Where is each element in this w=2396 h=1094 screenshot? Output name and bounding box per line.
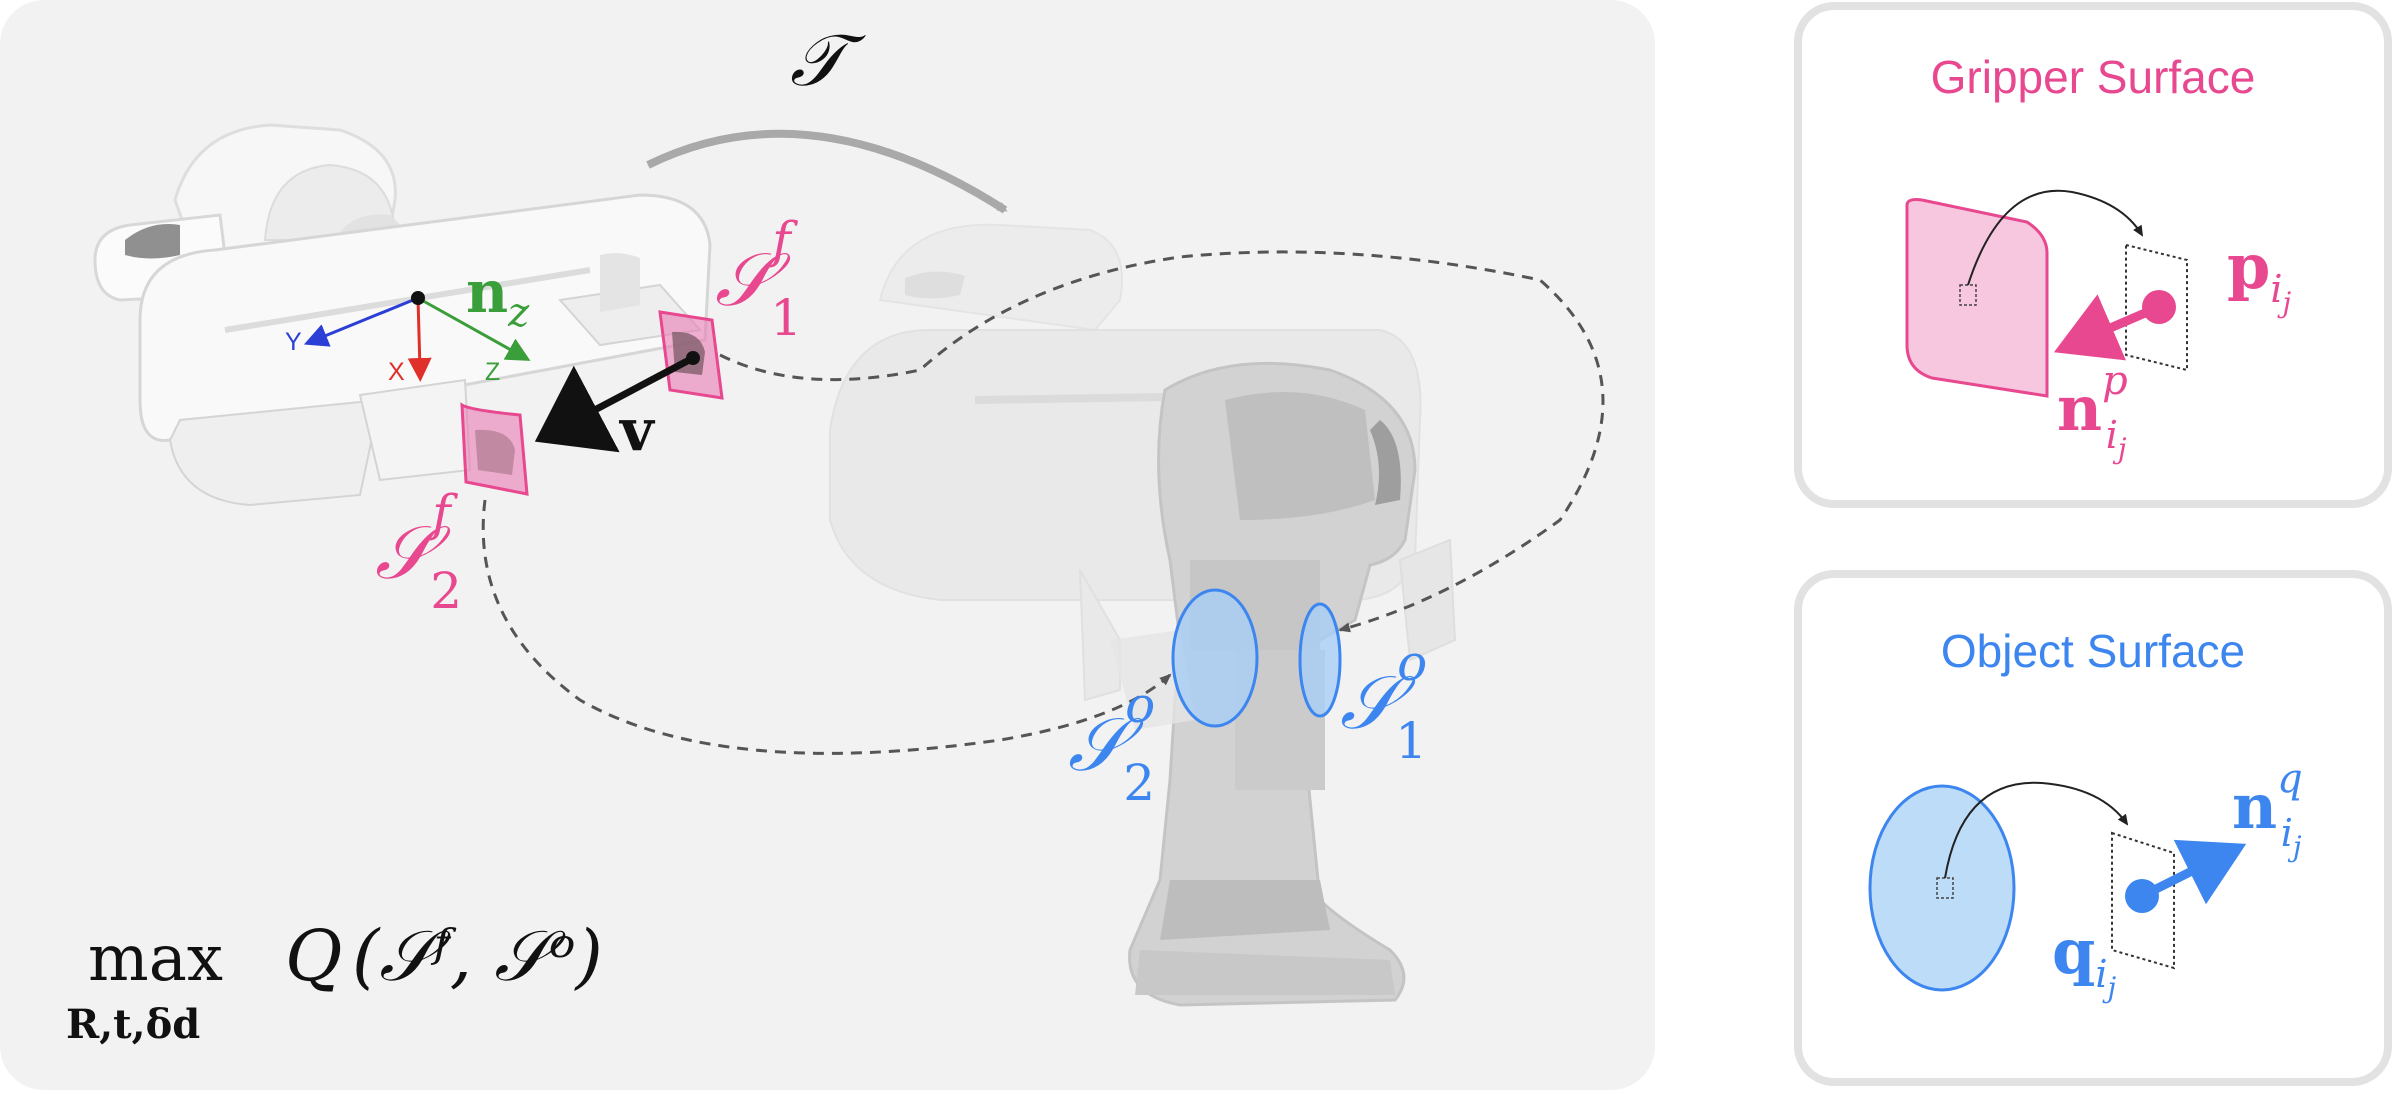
objective-max-subscript: R,t,δd bbox=[66, 1001, 200, 1048]
normal-z-label: nz bbox=[466, 258, 530, 336]
main-diagram: X Y Z nz v 𝒯 𝒮1f 𝒮2f 𝒮1o 𝒮2o bbox=[66, 18, 1605, 1048]
objective-max: max bbox=[88, 922, 223, 996]
gripper-point-subscript: i bbox=[2270, 267, 2282, 311]
gripper-surface-1-superscript: f bbox=[768, 211, 798, 269]
objective-args: (𝒮ᶠ, 𝒮ᵒ) bbox=[352, 915, 603, 997]
object-normal-symbol: n bbox=[2232, 770, 2277, 843]
gripper-normal-superscript: p bbox=[2102, 358, 2128, 404]
object-normal-superscript: q bbox=[2277, 756, 2303, 802]
object-surface-1-label: 𝒮1o bbox=[1340, 634, 1427, 770]
gripper-normal-symbol: n bbox=[2057, 372, 2102, 445]
approach-vector: v bbox=[534, 351, 700, 464]
transform-arrow: 𝒯 bbox=[646, 18, 1008, 214]
gripper-patch bbox=[1905, 198, 2049, 398]
objective-function: Q bbox=[285, 915, 342, 997]
gripper-point bbox=[2142, 290, 2176, 324]
object-point-symbol: q bbox=[2052, 915, 2095, 988]
object-surface-1-superscript: o bbox=[1397, 634, 1427, 692]
main-panel: X Y Z nz v 𝒯 𝒮1f 𝒮2f 𝒮1o 𝒮2o bbox=[0, 0, 1655, 1090]
axis-y-label: Y bbox=[285, 328, 302, 356]
object-surface-1-subscript: 1 bbox=[1395, 712, 1427, 770]
correspondence-paths bbox=[481, 250, 1605, 755]
normal-z-symbol: n bbox=[466, 258, 508, 326]
object-card-title: Object Surface bbox=[1940, 625, 2246, 677]
gripper-normal-subscript: i bbox=[2106, 413, 2118, 457]
gripper-frame: X Y Z nz bbox=[285, 258, 531, 386]
object-surface-2-label: 𝒮2o bbox=[1068, 676, 1155, 812]
transform-label: 𝒯 bbox=[790, 18, 866, 102]
object-patch bbox=[1868, 784, 2016, 992]
object-drill bbox=[1110, 361, 1417, 1007]
object-normal-subscript: i bbox=[2281, 811, 2293, 855]
object-surface-2-subscript: 2 bbox=[1123, 754, 1155, 812]
object-mapping-arrow bbox=[1944, 781, 2129, 879]
gripper-surface-1-subscript: 1 bbox=[770, 289, 802, 347]
objective-formula: max R,t,δd Q (𝒮ᶠ, 𝒮ᵒ) bbox=[66, 915, 603, 1048]
gripper-model bbox=[93, 123, 712, 507]
gripper-surface-2-label: 𝒮2f bbox=[375, 484, 462, 620]
object-point-label: qij bbox=[2052, 915, 2117, 1004]
gripper-mapping-arrow bbox=[1967, 189, 2144, 286]
approach-vector-label: v bbox=[618, 396, 656, 464]
object-point-subscript: i bbox=[2095, 952, 2107, 996]
object-point bbox=[2125, 879, 2159, 913]
gripper-surface-1-label: 𝒮1f bbox=[715, 211, 802, 347]
normal-z-subscript: z bbox=[507, 290, 530, 336]
axis-z-label: Z bbox=[485, 358, 500, 386]
gripper-surface-2-superscript: f bbox=[428, 484, 458, 542]
axis-x-label: X bbox=[388, 358, 405, 386]
gripper-point-symbol: p bbox=[2227, 230, 2270, 303]
object-surface-2-superscript: o bbox=[1125, 676, 1155, 734]
gripper-surface-2-subscript: 2 bbox=[430, 562, 462, 620]
object-tangent-plane bbox=[2111, 831, 2175, 970]
object-surface-patches bbox=[1171, 588, 1342, 728]
gripper-point-label: pij bbox=[2227, 230, 2292, 319]
gripper-card-title: Gripper Surface bbox=[1930, 51, 2256, 103]
